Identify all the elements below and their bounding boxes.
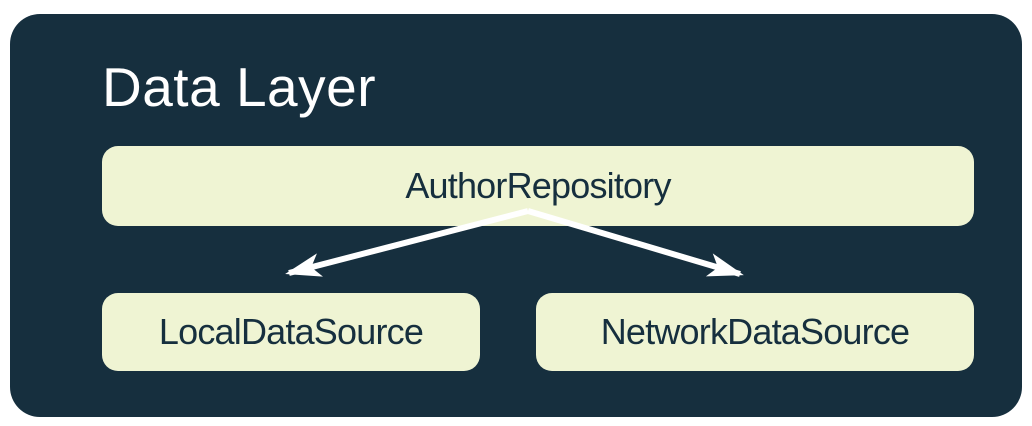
diagram-title: Data Layer: [102, 56, 377, 118]
node-network-data-source: NetworkDataSource: [536, 293, 974, 371]
node-network-data-source-label: NetworkDataSource: [600, 311, 910, 352]
data-layer-card: Data Layer AuthorRepository LocalDataSou…: [10, 14, 1022, 417]
node-local-data-source-label: LocalDataSource: [158, 311, 424, 352]
node-local-data-source: LocalDataSource: [102, 293, 480, 371]
node-author-repository: AuthorRepository: [102, 146, 974, 226]
node-author-repository-label: AuthorRepository: [405, 165, 671, 206]
